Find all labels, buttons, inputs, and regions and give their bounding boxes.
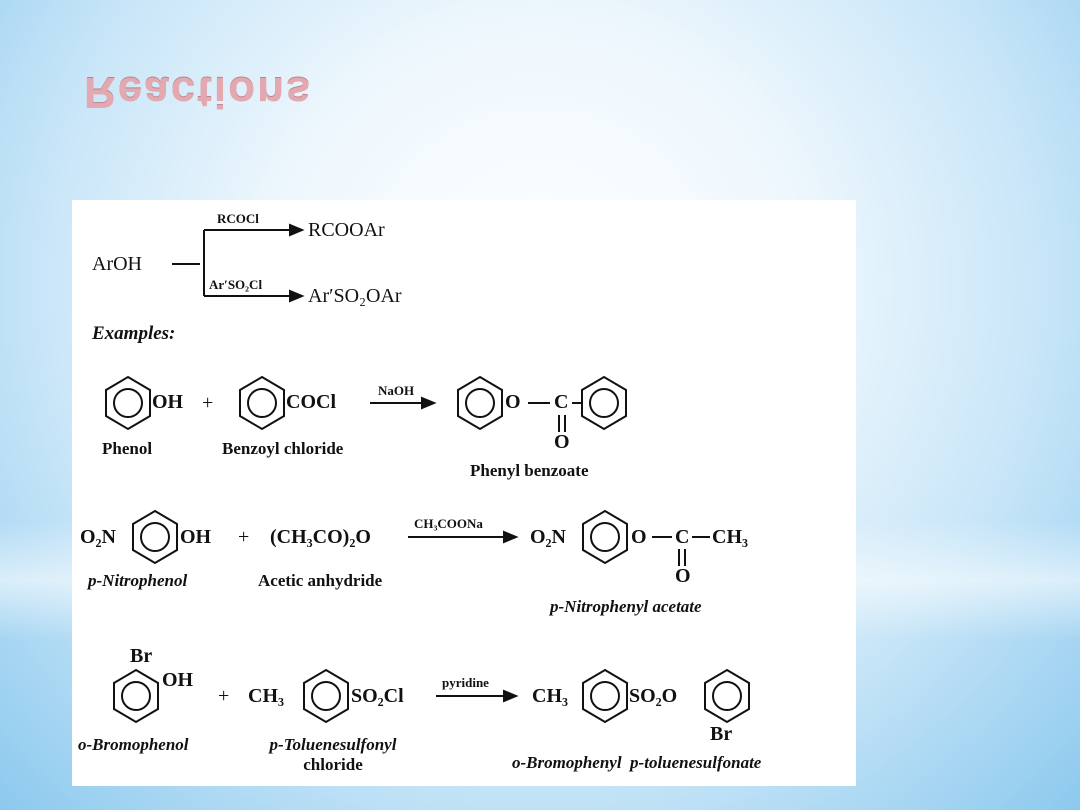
ex3-product-br: Br bbox=[710, 723, 733, 745]
ex3-br-group: Br bbox=[130, 645, 153, 667]
ex3-reactant1-name: o-Bromophenol bbox=[78, 735, 189, 754]
ex3-sulfonate-link: SO₂O bbox=[629, 685, 678, 707]
ex2-nitro-group: O₂N bbox=[80, 526, 116, 548]
ex2-ester-o: O bbox=[631, 526, 647, 548]
ring-bromophenol bbox=[113, 668, 159, 724]
reaction-scheme-panel: ArOH RCOCl RCOOAr Ar′SO₂Cl Ar′SO₂OAr Exa… bbox=[72, 200, 856, 786]
ring-product3-left bbox=[582, 668, 628, 724]
arrow-sulfonyl-head bbox=[289, 289, 305, 303]
ring-product2 bbox=[582, 509, 628, 565]
arrow-ex1-head bbox=[421, 396, 437, 410]
ex3-sulfonyl-chloride: SO₂Cl bbox=[351, 685, 404, 707]
ex3-reagent: pyridine bbox=[442, 675, 489, 690]
ring-nitrophenol bbox=[132, 509, 178, 565]
ring-product1-right bbox=[581, 375, 627, 431]
general-product-ester: RCOOAr bbox=[308, 219, 385, 241]
ex1-reactant2-name: Benzoyl chloride bbox=[222, 439, 344, 458]
ex3-product-methyl: CH₃ bbox=[532, 685, 568, 707]
arrow-ex2-head bbox=[503, 530, 519, 544]
general-reactant: ArOH bbox=[92, 253, 142, 275]
ring-benzoyl bbox=[239, 375, 285, 431]
ex1-carbonyl-o: O bbox=[554, 431, 570, 453]
arrow-acyl-head bbox=[289, 223, 305, 237]
ring-product3-right bbox=[704, 668, 750, 724]
ex1-cocl-group: COCl bbox=[286, 391, 336, 413]
general-reagent-acyl: RCOCl bbox=[217, 211, 259, 226]
arrow-ex3-head bbox=[503, 689, 519, 703]
ex2-anhydride: (CH₃CO)₂O bbox=[270, 526, 371, 548]
ex2-product-nitro: O₂N bbox=[530, 526, 566, 548]
ex2-plus: + bbox=[238, 526, 250, 548]
ex2-reactant2-name: Acetic anhydride bbox=[258, 571, 383, 590]
ex3-methyl-group: CH₃ bbox=[248, 685, 284, 707]
ex1-reagent: NaOH bbox=[378, 383, 415, 398]
ex1-carbonyl-c: C bbox=[554, 391, 569, 413]
ex3-oh-group: OH bbox=[162, 669, 194, 691]
scheme-graphics bbox=[105, 223, 750, 724]
ex1-reactant1-name: Phenol bbox=[102, 439, 153, 458]
ex2-reactant1-name: p-Nitrophenol bbox=[88, 571, 188, 590]
ring-product1-left bbox=[457, 375, 503, 431]
slide-title: Reactions bbox=[84, 68, 313, 117]
ex2-reagent: CH₃COONa bbox=[414, 516, 483, 531]
ex2-product-name: p-Nitrophenyl acetate bbox=[550, 597, 702, 616]
ex2-carbonyl-c: C bbox=[675, 526, 690, 548]
ex3-reactant2-name-line2: chloride bbox=[303, 755, 363, 774]
ex2-methyl: CH₃ bbox=[712, 526, 748, 548]
ex2-carbonyl-o: O bbox=[675, 565, 691, 587]
general-reagent-sulfonyl: Ar′SO₂Cl bbox=[209, 277, 263, 292]
ring-phenol bbox=[105, 375, 151, 431]
examples-heading: Examples: bbox=[92, 323, 176, 344]
ex3-reactant2-name-line1: p-Toluenesulfonyl bbox=[269, 735, 397, 754]
ex3-product-name: o-Bromophenyl p-toluenesulfonate bbox=[512, 753, 762, 772]
ex2-oh-group: OH bbox=[180, 526, 212, 548]
ex1-product-name: Phenyl benzoate bbox=[470, 461, 589, 480]
general-product-sulfonate: Ar′SO₂OAr bbox=[308, 285, 402, 307]
ring-toluenesulfonyl bbox=[303, 668, 349, 724]
ex1-plus: + bbox=[202, 392, 214, 414]
ex1-oh-group: OH bbox=[152, 391, 184, 413]
ex1-ester-o: O bbox=[505, 391, 521, 413]
ex3-plus: + bbox=[218, 685, 230, 707]
